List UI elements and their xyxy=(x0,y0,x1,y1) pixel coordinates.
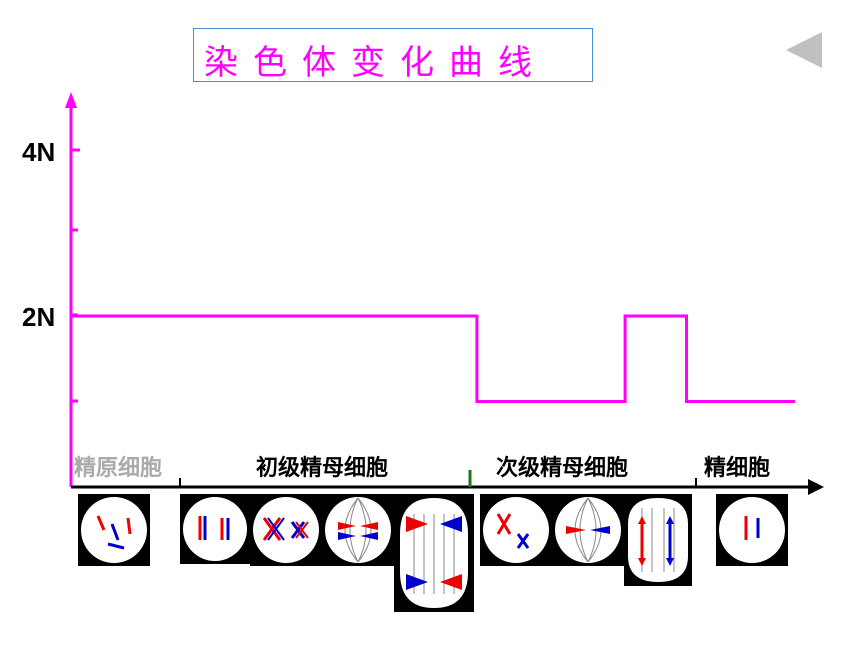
cell-spermatid xyxy=(716,494,788,566)
cell-primary-anaphase xyxy=(394,494,474,612)
cell-secondary-metaphase xyxy=(552,494,624,566)
cell-spermatogonium xyxy=(78,494,150,566)
chromosome-curve xyxy=(72,314,795,403)
stage-label-spermatid: 精细胞 xyxy=(704,456,771,481)
cell-secondary-1 xyxy=(480,494,552,566)
y-axis-arrow xyxy=(65,92,77,108)
triangle-left-icon xyxy=(786,32,822,68)
cell-primary-metaphase xyxy=(322,494,394,566)
back-button[interactable] xyxy=(786,32,822,68)
stage-label-primary-spermatocyte: 初级精母细胞 xyxy=(256,456,389,481)
cell-primary-2 xyxy=(250,494,322,566)
cell-secondary-anaphase xyxy=(624,494,692,586)
x-axis-arrow xyxy=(808,479,824,495)
y-tick-label-2n: 2N xyxy=(22,302,56,332)
stage-label-secondary-spermatocyte: 次级精母细胞 xyxy=(496,456,629,481)
stage-label-spermatogonium: 精原细胞 xyxy=(74,456,163,481)
title-box: 染色体变化曲线 xyxy=(193,28,593,83)
y-tick-label-4n: 4N xyxy=(22,137,56,167)
cell-primary-1 xyxy=(180,494,250,564)
page-title: 染色体变化曲线 xyxy=(204,43,547,83)
